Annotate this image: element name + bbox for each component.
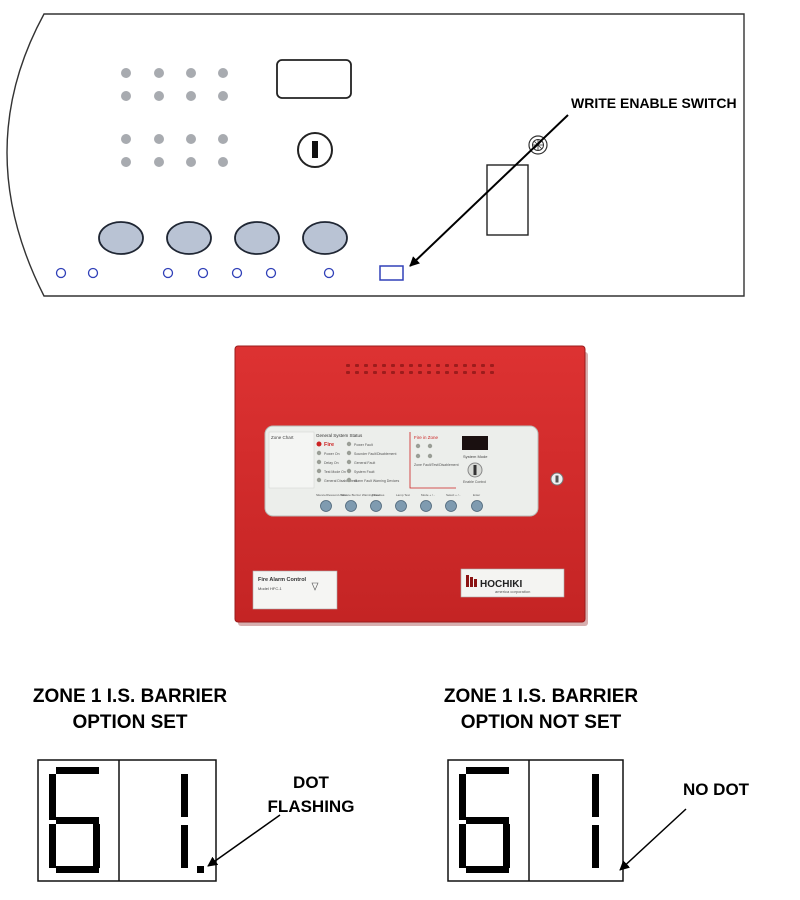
status-right-2: General Fault [354,461,375,465]
vent-slots [346,364,494,374]
display2-title-line2: OPTION NOT SET [461,712,622,733]
display1-decimal-dot [197,866,204,873]
status-heading: General System Status [316,433,363,438]
zone-chart-area [268,431,315,489]
display-option-set: ZONE 1 I.S. BARRIER OPTION SET DOT FLASH… [33,686,355,882]
led-grid-top [121,68,228,101]
display1-title-line1: ZONE 1 I.S. BARRIER [33,686,228,707]
fire-in-zone-label: Fire in Zone [414,435,439,440]
panel-line-drawing: WRITE ENABLE SWITCH [6,13,745,297]
status-left-0: Power On [324,452,340,456]
hinge-slot [486,164,529,236]
status-right-3: System Fault [354,470,374,474]
brand-subtitle: america corporation [495,589,530,594]
display1-digit-1 [181,774,188,868]
status-leds-right [346,441,352,483]
zone-fault-label: Zone Fault/Test/Disablement [414,463,459,467]
seven-seg-window [462,436,488,450]
keyswitch [297,132,333,168]
approval-icon [311,582,319,591]
zone-divider [409,432,456,489]
fascia-buttons [320,500,483,512]
button-label-1: Silence Buzzer Warning Devices [341,493,385,497]
display2-arrow [619,808,687,871]
brand-name: HOCHIKI [480,579,522,590]
display2-note: NO DOT [683,780,750,799]
display2-digit-6 [459,767,510,873]
button-label-2: Reset [372,493,380,497]
status-left-1: Delay On [324,461,339,465]
display1-title-line2: OPTION SET [72,712,187,733]
status-right-1: Sounder Fault/Disablement [354,452,396,456]
display1-note-line1: DOT [293,773,330,792]
button-label-5: Select + / - [446,493,460,497]
display1-note-line2: FLASHING [268,797,355,816]
button-label-0: Silence/Resound Alarm [316,493,348,497]
status-leds-left [316,450,322,483]
display1-arrow [207,814,281,867]
button-label-4: Mode + / - [421,493,435,497]
status-right-4: Alarm Fault Warning Devices [354,479,399,483]
callout-arrow [409,114,569,267]
brand-plate [460,568,565,598]
status-left-3: General Disablement [324,479,357,483]
fire-label: Fire [324,442,334,448]
system-mode-label: System Mode [463,454,488,459]
panel-buttons [98,221,348,255]
product-photo: Zone Chart General System Status Fire Po… [234,345,588,626]
hochiki-logo-icon [466,575,477,587]
enable-control-label: Enable Control [463,480,486,484]
led-grid-bottom [121,134,228,167]
display2-title-line1: ZONE 1 I.S. BARRIER [444,686,639,707]
callout-label: WRITE ENABLE SWITCH [571,95,737,111]
display-window [276,59,352,99]
label-model: Model HFC-1 [258,586,283,591]
model-label-plate [252,570,338,610]
write-enable-switch [379,265,404,281]
button-label-3: Lamp Test [396,493,410,497]
zone-chart-label: Zone Chart [271,435,294,440]
display2-digit-1 [592,774,599,868]
zone-leds [415,443,433,459]
status-left-2: Test Mode On [324,470,346,474]
label-title: Fire Alarm Control [258,577,307,583]
button-label-6: Enter [473,493,480,497]
display1-digit-6 [49,767,100,873]
status-right-0: Power Fault [354,443,373,447]
status-leds-small [55,267,335,279]
display-option-not-set: ZONE 1 I.S. BARRIER OPTION NOT SET NO DO… [444,686,750,882]
cabinet-lock-icon [550,472,564,486]
